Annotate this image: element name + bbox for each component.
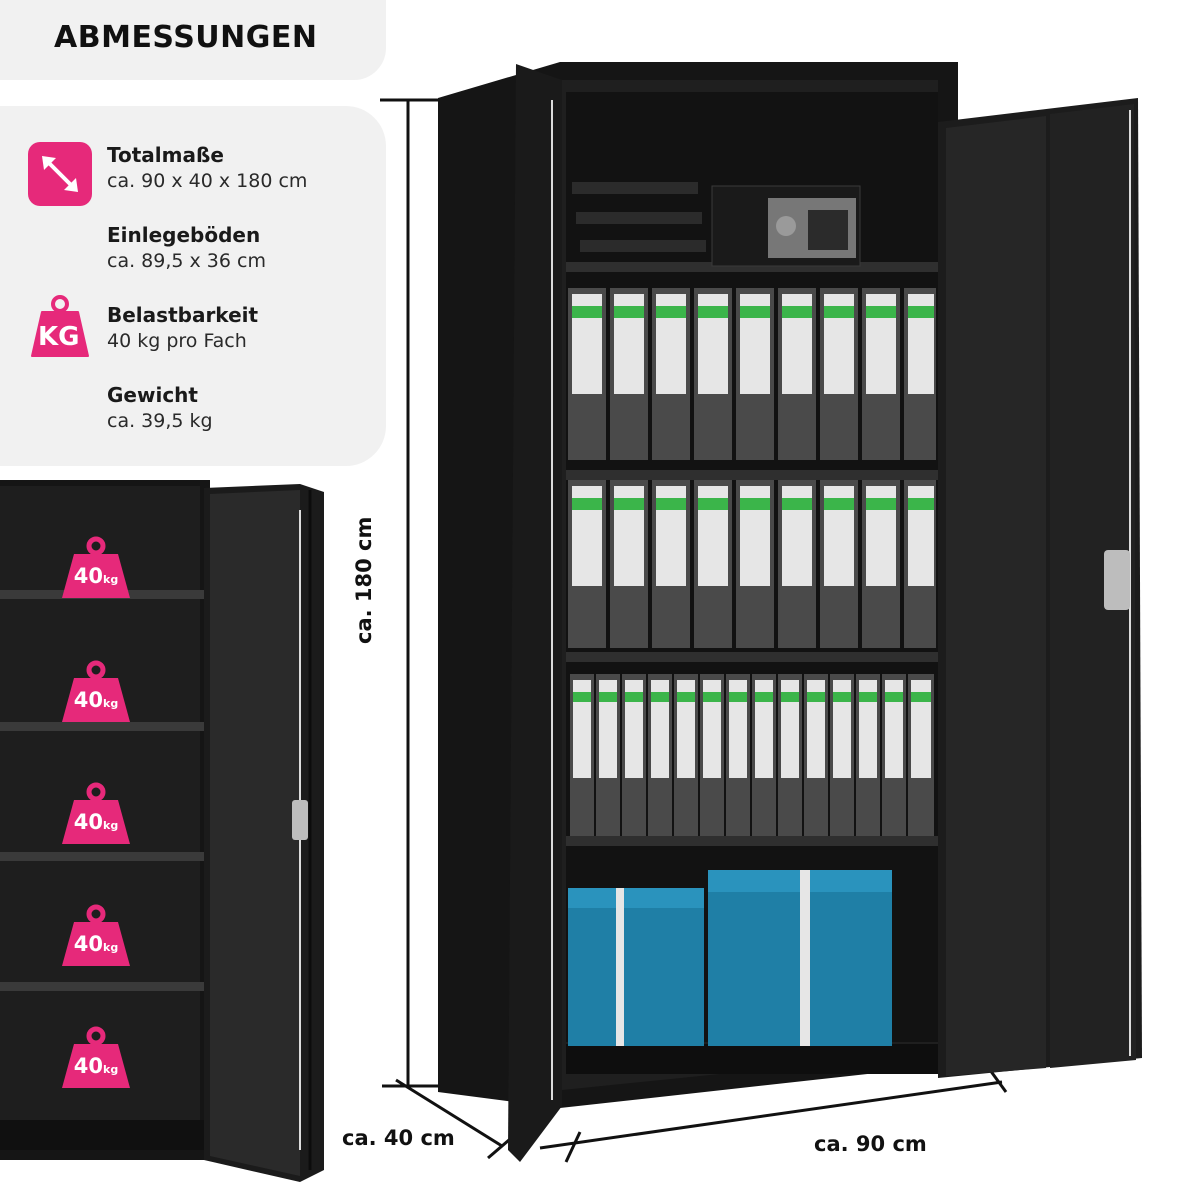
spec-value: ca. 39,5 kg (107, 410, 213, 432)
width-dimension-label: ca. 90 cm (814, 1132, 927, 1156)
load-badge: 40kg (58, 782, 134, 846)
paper-boxes (568, 870, 892, 1046)
page-title: ABMESSUNGEN (54, 20, 318, 55)
height-dimension-label: ca. 180 cm (352, 516, 376, 644)
main-cabinet-illustration: ca. 180 cm ca. 40 cm ca. 90 cm (330, 40, 1200, 1200)
spec-label: Belastbarkeit (107, 303, 259, 327)
load-badge-text: 40kg (73, 810, 119, 834)
small-cabinet-image (0, 480, 324, 1182)
spec-load-capacity: Belastbarkeit 40 kg pro Fach (107, 302, 377, 354)
kg-icon-label: KG (38, 322, 80, 352)
depth-dimension-label: ca. 40 cm (342, 1126, 455, 1150)
load-badge: 40kg (58, 904, 134, 968)
main-cabinet-image (380, 62, 1142, 1163)
spec-label: Totalmaße (107, 143, 224, 167)
spec-shelves: Einlegeböden ca. 89,5 x 36 cm (107, 222, 377, 274)
binders-row (568, 480, 936, 648)
load-badge: 40kg (58, 1026, 134, 1090)
spec-total-dimensions: Totalmaße ca. 90 x 40 x 180 cm (107, 142, 377, 194)
load-badge-text: 40kg (73, 1054, 119, 1078)
title-panel: ABMESSUNGEN (0, 0, 386, 80)
spec-value: ca. 89,5 x 36 cm (107, 250, 266, 272)
spec-label: Einlegeböden (107, 223, 261, 247)
spec-label: Gewicht (107, 383, 198, 407)
load-badge: 40kg (58, 536, 134, 600)
spec-weight: Gewicht ca. 39,5 kg (107, 382, 377, 434)
dimensions-arrow-icon (28, 142, 92, 206)
cabinet-load-illustration: 40kg 40kg 40kg 40kg 40kg (0, 470, 330, 1190)
weight-kg-icon: KG (28, 294, 92, 358)
binders-row (568, 288, 936, 460)
load-badge-text: 40kg (73, 564, 119, 588)
load-badge: 40kg (58, 660, 134, 724)
load-badge-text: 40kg (73, 932, 119, 956)
binders-row (570, 674, 934, 836)
load-badge-text: 40kg (73, 688, 119, 712)
spec-value: ca. 90 x 40 x 180 cm (107, 170, 308, 192)
specs-panel: Totalmaße ca. 90 x 40 x 180 cm Einlegebö… (0, 106, 386, 466)
spec-value: 40 kg pro Fach (107, 330, 247, 352)
